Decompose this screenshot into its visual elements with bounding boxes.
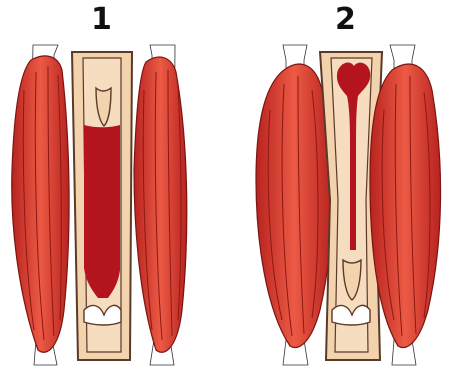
panel-1-label: 1 [91,2,112,38]
panel-1 [12,45,187,365]
vein-1 [72,52,132,360]
muscle-left-1 [12,45,69,365]
panel-2 [256,45,441,365]
muscle-right-1 [134,45,187,365]
muscle-left-2 [256,45,332,365]
muscle-right-2 [370,45,441,365]
blood-column-1 [84,125,120,298]
panel-2-label: 2 [335,2,356,38]
